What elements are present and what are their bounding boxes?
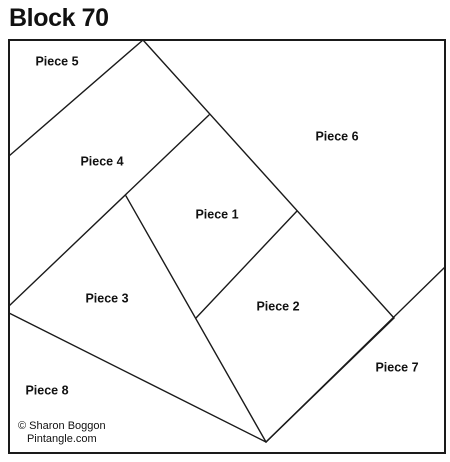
seam-piece5-piece4 [8, 39, 144, 157]
seam-piece4-piece1 [8, 114, 210, 307]
piece-3-label: Piece 3 [85, 291, 128, 305]
seam-piece6-long [142, 39, 395, 319]
seam-piece1-piece2 [195, 210, 298, 319]
seam-piece3-piece8 [8, 312, 267, 443]
copyright-owner: © Sharon Boggon [18, 420, 106, 432]
piece-1-label: Piece 1 [195, 207, 238, 221]
copyright-credit: © Sharon Boggon Pintangle.com [18, 420, 106, 446]
piece-8-label: Piece 8 [25, 383, 68, 397]
piece-4-label: Piece 4 [80, 154, 123, 168]
block-title: Block 70 [9, 4, 109, 32]
website-credit: Pintangle.com [26, 433, 97, 445]
piece-2-label: Piece 2 [256, 299, 299, 313]
seam-piece3-piece1 [125, 195, 267, 443]
block-border [8, 39, 446, 454]
piece-6-label: Piece 6 [315, 129, 358, 143]
piece-5-label: Piece 5 [35, 54, 78, 68]
piece-7-label: Piece 7 [375, 360, 418, 374]
seam-piece7-edge [265, 266, 446, 443]
